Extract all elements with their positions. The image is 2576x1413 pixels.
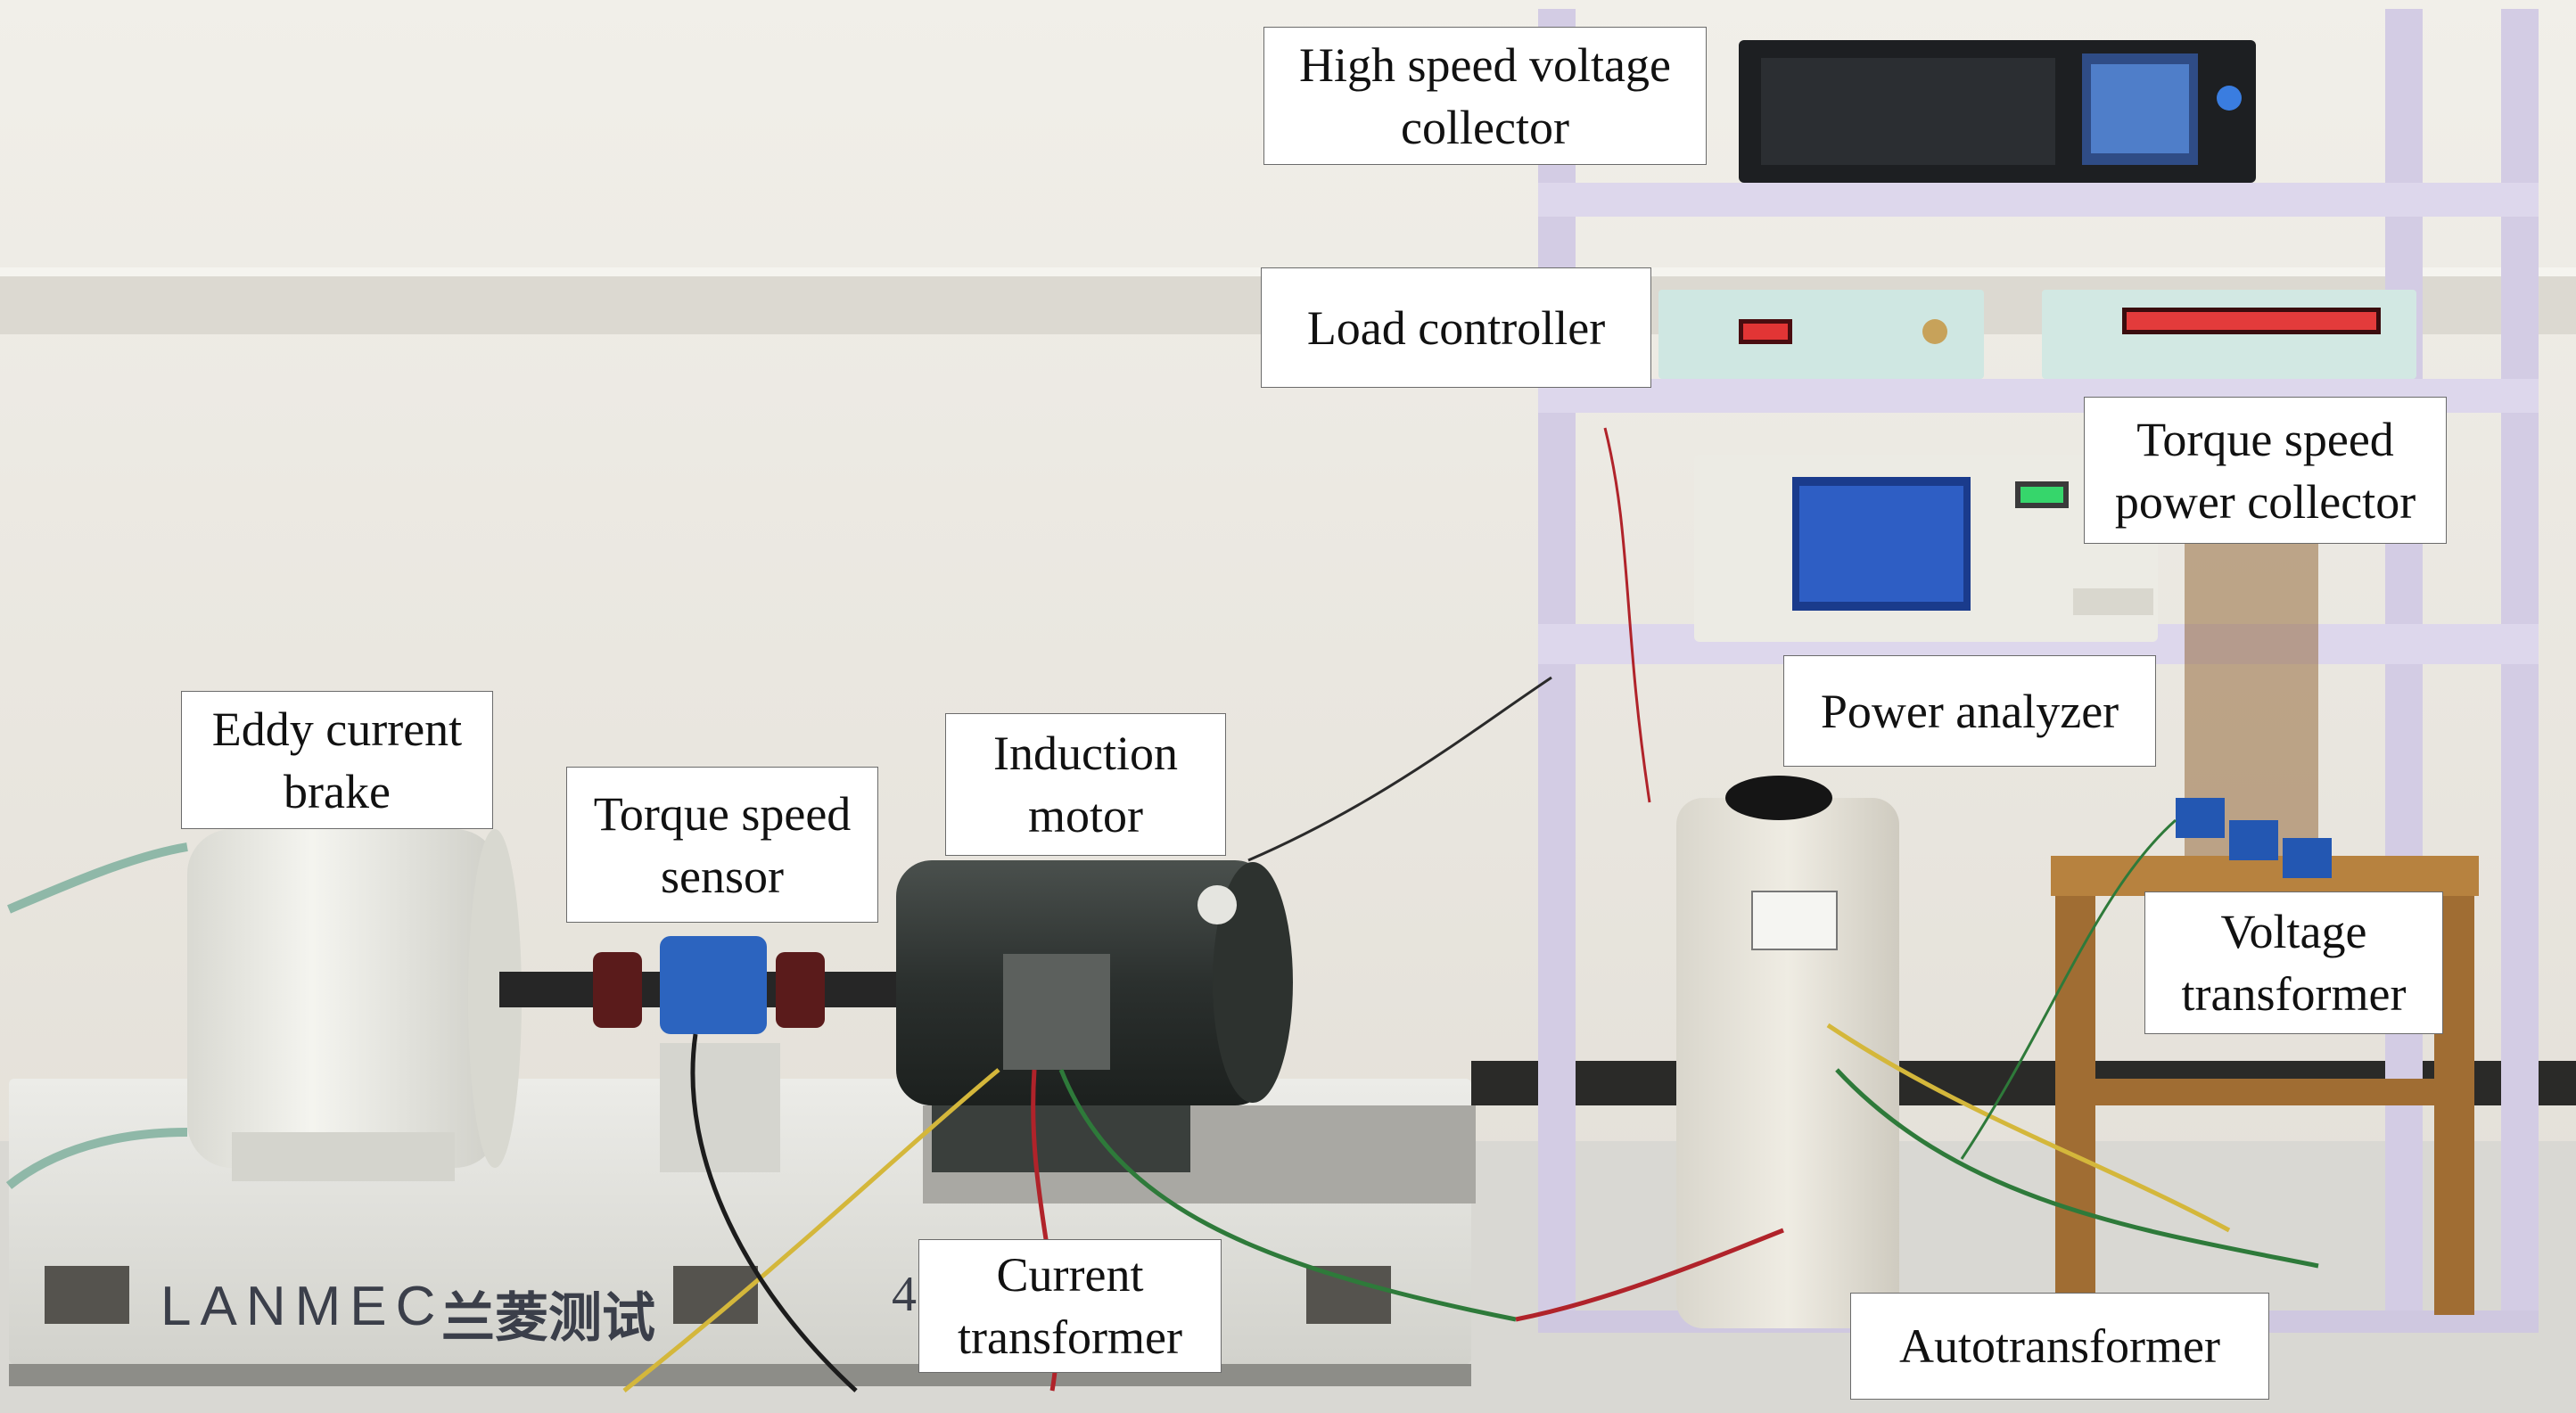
wooden-stool xyxy=(2051,535,2479,1315)
autotransformer-device xyxy=(1676,776,1899,1328)
platform-brand-latin: LANMEC xyxy=(160,1276,445,1337)
label-autotransformer: Autotransformer xyxy=(1850,1293,2269,1400)
platform-brand-chinese: 兰菱测试 xyxy=(441,1288,655,1348)
label-eddy-current-brake: Eddy current brake xyxy=(181,691,493,829)
label-current-transformer: Current transformer xyxy=(918,1239,1222,1373)
label-induction-motor: Induction motor xyxy=(945,713,1226,856)
label-high-speed-voltage-collector: High speed voltage collector xyxy=(1263,27,1707,165)
torque-speed-power-collector-device xyxy=(2042,290,2416,379)
label-torque-speed-power-collector: Torque speed power collector xyxy=(2084,397,2447,544)
voltage-transformer-devices xyxy=(2176,798,2332,878)
label-power-analyzer: Power analyzer xyxy=(1783,655,2156,767)
power-analyzer-device xyxy=(1694,455,2158,642)
platform-number: 4 xyxy=(892,1267,917,1322)
induction-motor-device xyxy=(896,860,1293,1172)
shaft-and-torque-sensor xyxy=(499,936,901,1172)
load-controller-device xyxy=(1658,290,1984,379)
shelving-rack xyxy=(1538,9,2539,1333)
label-load-controller: Load controller xyxy=(1261,267,1651,388)
label-torque-speed-sensor: Torque speed sensor xyxy=(566,767,878,923)
label-voltage-transformer: Voltage transformer xyxy=(2144,891,2443,1034)
eddy-current-brake-device xyxy=(187,829,522,1181)
high-speed-voltage-collector-device xyxy=(1739,40,2256,183)
